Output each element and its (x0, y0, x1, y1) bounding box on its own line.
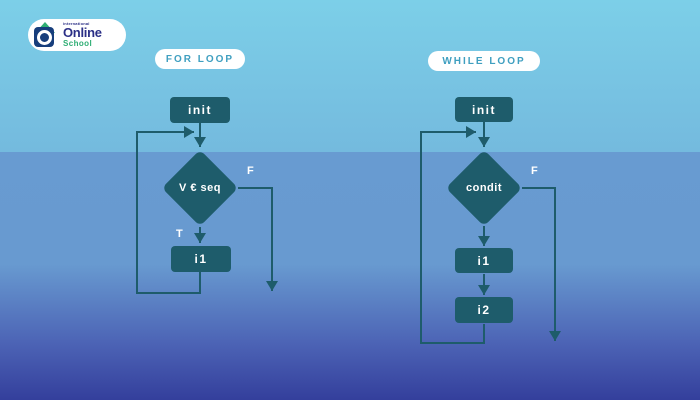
online-school-logo: international Online School (28, 19, 126, 51)
while-condition-label: condit (466, 182, 502, 194)
logo-ring-icon (36, 29, 52, 45)
for-true-label: T (176, 228, 183, 240)
logo-tagline: international (63, 21, 90, 26)
logo-text: international Online School (63, 22, 102, 48)
logo-square-shape (34, 27, 54, 47)
online-school-logo-icon (34, 22, 58, 48)
while-loop-title: WHILE LOOP (428, 51, 540, 71)
for-body-node: i1 (171, 246, 231, 272)
while-body2-node: i2 (455, 297, 513, 323)
while-init-node: init (455, 97, 513, 122)
while-connector-false-branch (522, 187, 561, 341)
for-connector-loopback (136, 126, 201, 294)
logo-sub-name: School (63, 39, 93, 48)
logo-brand-name: Online (63, 25, 102, 40)
while-connector-loopback (420, 126, 485, 344)
while-body1-node: i1 (455, 248, 513, 273)
for-init-node: init (170, 97, 230, 123)
for-loop-title: FOR LOOP (155, 49, 245, 69)
while-false-label: F (531, 165, 538, 177)
for-connector-false-branch (238, 187, 278, 291)
for-false-label: F (247, 165, 254, 177)
for-condition-label: V € seq (178, 182, 222, 194)
